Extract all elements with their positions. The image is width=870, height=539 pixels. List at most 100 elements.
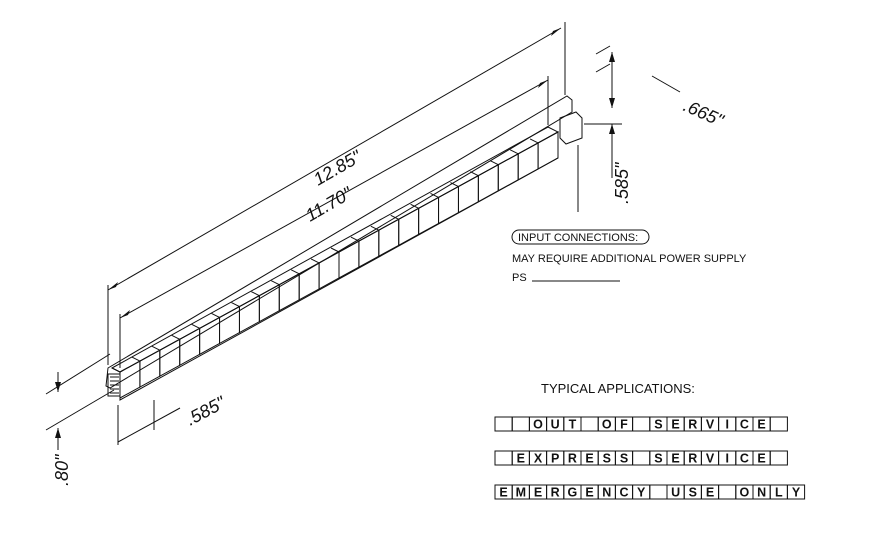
- character-cell: [494, 450, 513, 466]
- character-glyph: U: [551, 418, 560, 432]
- cell-top-edge: [211, 313, 220, 318]
- character-cell: [632, 416, 651, 432]
- cell-top-edge: [290, 269, 300, 275]
- arrowheads: [55, 28, 615, 438]
- input-connections-label: INPUT CONNECTIONS:: [518, 232, 638, 244]
- power-supply-note: MAY REQUIRE ADDITIONAL POWER SUPPLY: [512, 253, 747, 265]
- connector-pins: [110, 376, 119, 394]
- character-cell: [649, 484, 668, 500]
- display-cell: [199, 316, 221, 356]
- character-cell: [718, 484, 737, 500]
- character-glyph: Y: [792, 486, 801, 500]
- right-connector: [559, 111, 583, 145]
- character-glyph: N: [757, 486, 766, 500]
- dim-depth: .665": [680, 95, 727, 131]
- cell-top-edge: [271, 280, 280, 286]
- ext-line-thickness-top: [45, 353, 111, 395]
- dim-overall-length: 12.85": [310, 146, 366, 190]
- character-glyph: I: [725, 418, 728, 432]
- display-cell: [457, 174, 479, 214]
- display-cell: [438, 185, 459, 225]
- cell-top-edge: [330, 247, 340, 253]
- cell-top-edge: [390, 214, 399, 220]
- character-glyph: C: [740, 418, 749, 432]
- sign-body: [105, 95, 583, 401]
- character-glyph: O: [602, 418, 612, 432]
- display-cell: [258, 283, 280, 323]
- character-glyph: V: [706, 452, 715, 466]
- character-glyph: U: [671, 486, 680, 500]
- character-glyph: S: [689, 486, 697, 500]
- character-glyph: C: [740, 452, 749, 466]
- arrow-display-left: [120, 310, 130, 318]
- display-cell: [119, 360, 141, 399]
- character-glyph: L: [775, 486, 783, 500]
- character-glyph: T: [569, 418, 577, 432]
- dim-thickness: .80": [52, 453, 72, 486]
- display-cell: [238, 294, 260, 334]
- cell-top-edge: [470, 171, 479, 177]
- cell-top-edge: [171, 334, 180, 340]
- character-glyph: E: [671, 418, 679, 432]
- character-glyph: P: [551, 452, 559, 466]
- character-glyph: E: [585, 486, 593, 500]
- cell-top-edge: [191, 323, 200, 329]
- character-glyph: G: [568, 486, 578, 500]
- cell-top-edge: [509, 149, 519, 155]
- character-cell: [494, 416, 513, 432]
- cell-top-edge: [350, 236, 360, 242]
- character-glyph: M: [516, 486, 526, 500]
- display-cell: [298, 262, 320, 301]
- arrow-height-top: [609, 124, 615, 134]
- back-plate: [105, 95, 573, 389]
- arrow-depth-top: [609, 52, 615, 62]
- cell-top-edge: [111, 367, 121, 373]
- ext-line-depth-bottom: [595, 63, 611, 73]
- character-cell: [786, 484, 806, 500]
- dim-line-display: [119, 79, 549, 319]
- character-glyph: E: [534, 486, 542, 500]
- character-glyph: V: [706, 418, 715, 432]
- character-cell: [769, 416, 788, 432]
- character-cell: [769, 450, 788, 466]
- display-cell: [338, 240, 360, 279]
- display-cell: [159, 338, 181, 378]
- input-connections-box: [511, 229, 650, 245]
- ext-line-depth-top: [595, 45, 611, 55]
- ext-line-thickness-bottom: [45, 389, 115, 431]
- character-glyph: R: [688, 452, 697, 466]
- character-glyph: S: [654, 452, 662, 466]
- arrow-depth-bottom: [609, 98, 615, 108]
- character-glyph: S: [620, 452, 628, 466]
- character-glyph: N: [602, 486, 611, 500]
- character-glyph: Y: [637, 486, 646, 500]
- character-glyph: E: [671, 452, 679, 466]
- arrow-overall-left: [108, 282, 118, 290]
- dim-cell-pitch: .585": [182, 392, 229, 430]
- character-cell: [580, 416, 599, 432]
- display-cell: [358, 229, 380, 268]
- character-glyph: F: [620, 418, 628, 432]
- character-glyph: S: [654, 418, 662, 432]
- character-glyph: C: [619, 486, 628, 500]
- character-glyph: I: [725, 452, 728, 466]
- cell-top-edge: [231, 302, 240, 307]
- character-glyph: E: [585, 452, 593, 466]
- cell-top-edge: [529, 138, 539, 144]
- character-glyph: E: [706, 486, 714, 500]
- character-glyph: R: [688, 418, 697, 432]
- character-glyph: R: [551, 486, 560, 500]
- dim-line-pitch: [117, 407, 181, 443]
- character-cell: [632, 450, 651, 466]
- cell-top-edge: [410, 203, 419, 209]
- display-cell: [477, 163, 499, 203]
- display-cell: [537, 131, 559, 170]
- display-cell: [497, 152, 519, 192]
- dimension-lines: [45, 22, 681, 450]
- arrow-thickness-top: [55, 382, 61, 392]
